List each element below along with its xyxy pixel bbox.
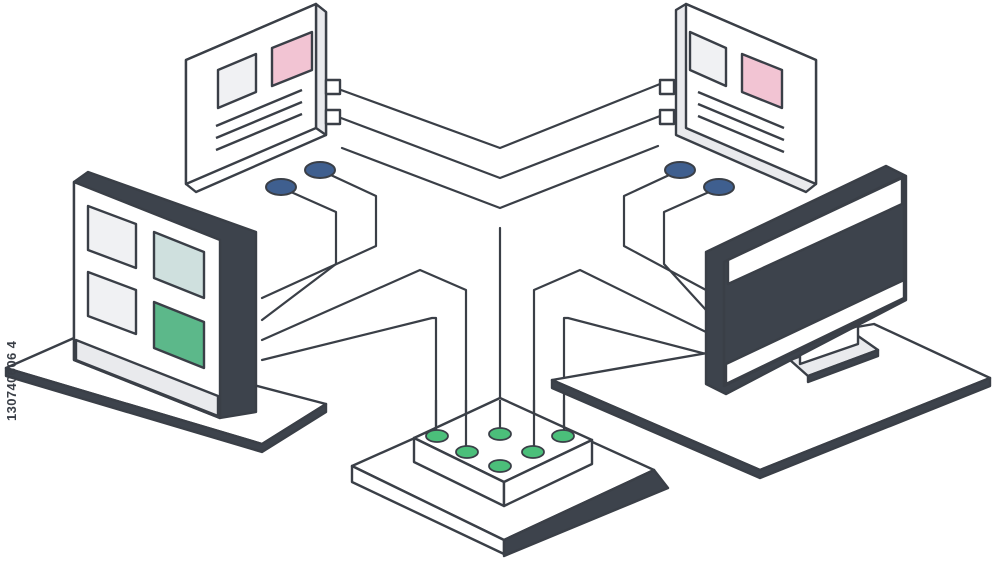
chip-pin	[455, 445, 479, 459]
connector-dot	[265, 178, 297, 196]
tablet-tile	[86, 204, 138, 270]
layout-panel-left	[184, 2, 342, 194]
layout-panel-box-highlight	[270, 30, 314, 88]
wire-right-4	[562, 316, 708, 430]
wire-right-3	[532, 268, 708, 448]
chip-wire-ends	[434, 400, 566, 446]
connector-dot	[664, 161, 696, 179]
wire-right-2	[662, 186, 720, 312]
processor-chip	[350, 396, 670, 558]
chip-pin	[551, 429, 575, 443]
chip-pin	[488, 427, 512, 441]
connector-dots	[265, 161, 735, 196]
chip-pins	[425, 427, 575, 473]
wire-left-1	[260, 168, 378, 300]
connector-dot	[703, 178, 735, 196]
wire-top-left-lower	[339, 114, 662, 180]
tablet-tile	[86, 270, 138, 336]
connection-wires	[260, 82, 720, 450]
layout-panel-box	[688, 30, 728, 88]
chip-pin	[521, 445, 545, 459]
layout-panel-box-highlight	[740, 52, 784, 110]
wire-left-4	[260, 316, 438, 430]
desktop-monitor	[550, 164, 992, 480]
connector-dot	[304, 161, 336, 179]
layout-panel-right	[658, 2, 818, 194]
layout-panel-box	[216, 52, 258, 110]
wire-left-3	[260, 268, 468, 448]
chip-pin	[425, 429, 449, 443]
chip-pin	[488, 459, 512, 473]
tablet-tile-active	[152, 300, 206, 370]
wire-top-left-upper	[339, 82, 662, 150]
wire-top-inner	[340, 144, 660, 210]
monitor-title-bar	[726, 176, 904, 286]
wire-left-2	[260, 186, 338, 322]
tablet-tile	[152, 230, 206, 300]
image-id-label: 130740606 4	[4, 340, 19, 422]
wire-right-1	[622, 168, 708, 292]
tablet-device	[4, 170, 328, 454]
